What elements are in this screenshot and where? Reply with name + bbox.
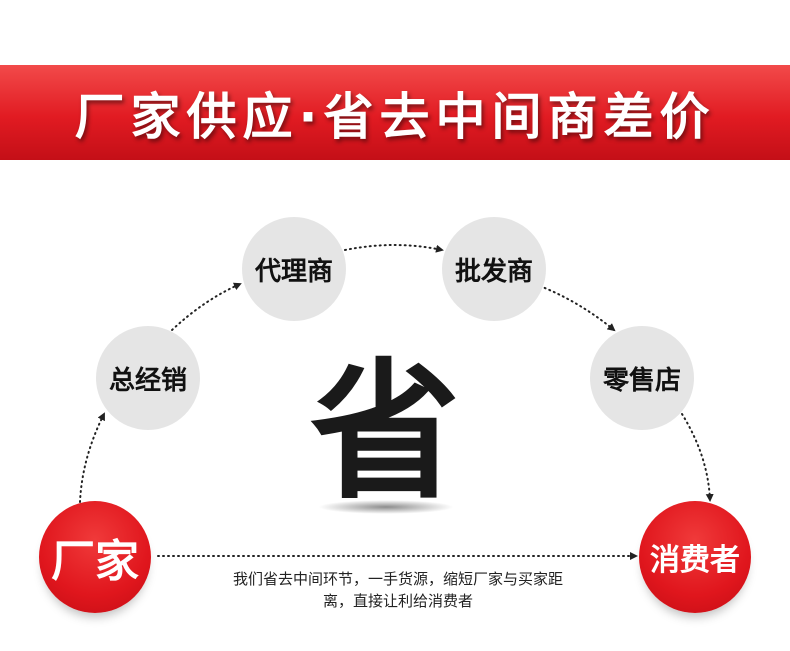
node-agent: 代理商 bbox=[242, 217, 346, 321]
node-retailer-label: 零售店 bbox=[602, 365, 681, 396]
node-manufacturer: 厂家 bbox=[39, 501, 151, 613]
node-wholesaler: 批发商 bbox=[442, 217, 546, 321]
arrow-manufacturer-to-distributor bbox=[79, 412, 105, 503]
node-general-distributor-label: 总经销 bbox=[108, 365, 187, 396]
header-banner: 厂家供应·省去中间商差价 bbox=[0, 65, 790, 160]
node-manufacturer-label: 厂家 bbox=[51, 536, 139, 587]
caption-line-1: 我们省去中间环节，一手货源，缩短厂家与买家距 bbox=[232, 570, 563, 588]
node-retailer: 零售店 bbox=[590, 326, 694, 430]
node-consumer: 消费者 bbox=[639, 501, 751, 613]
center-save-character: 省 bbox=[309, 346, 460, 520]
arrow-wholesaler-to-retailer bbox=[539, 285, 616, 332]
caption-line-2: 离，直接让利给消费者 bbox=[322, 592, 473, 610]
banner-title: 厂家供应·省去中间商差价 bbox=[74, 87, 716, 146]
center-character-shadow bbox=[318, 500, 454, 514]
arrow-agent-to-wholesaler bbox=[344, 244, 444, 253]
arrow-distributor-to-agent bbox=[171, 282, 242, 331]
arrow-retailer-to-consumer bbox=[681, 413, 714, 502]
caption-text: 我们省去中间环节，一手货源，缩短厂家与买家距 离，直接让利给消费者 bbox=[178, 568, 618, 612]
node-agent-label: 代理商 bbox=[254, 256, 333, 287]
node-general-distributor: 总经销 bbox=[96, 326, 200, 430]
node-wholesaler-label: 批发商 bbox=[454, 256, 533, 287]
node-consumer-label: 消费者 bbox=[650, 543, 740, 578]
